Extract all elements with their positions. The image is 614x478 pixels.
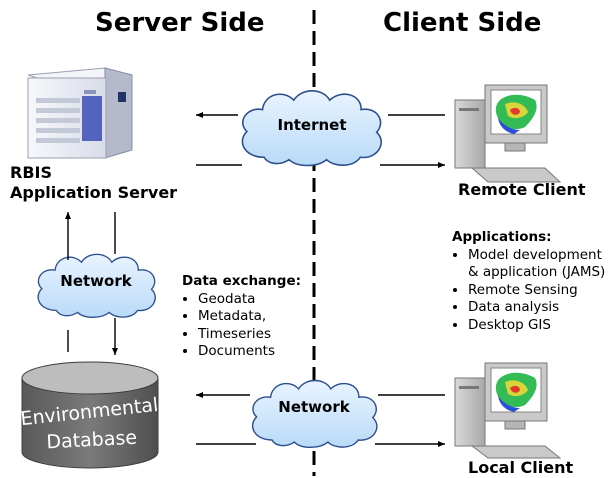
remote-client-label: Remote Client bbox=[458, 180, 586, 199]
applications-list: Model development & application (JAMS) R… bbox=[452, 247, 605, 335]
server-label-line1: RBIS bbox=[10, 163, 52, 182]
applications-item: Model development bbox=[468, 247, 605, 265]
applications-item: Data analysis bbox=[468, 299, 605, 317]
local-client-computer-icon bbox=[454, 362, 562, 459]
server-tower-icon bbox=[27, 67, 133, 159]
data-exchange-item: Geodata bbox=[198, 291, 301, 309]
client-side-heading: Client Side bbox=[383, 8, 542, 38]
applications-item: Remote Sensing bbox=[468, 282, 605, 300]
network-bottom-cloud-label: Network bbox=[278, 398, 350, 416]
data-exchange-block: Data exchange: Geodata Metadata, Timeser… bbox=[182, 273, 301, 361]
data-exchange-item: Documents bbox=[198, 343, 301, 361]
data-exchange-item: Metadata, bbox=[198, 308, 301, 326]
local-client-label: Local Client bbox=[468, 458, 574, 477]
applications-item: Desktop GIS bbox=[468, 317, 605, 335]
data-exchange-list: Geodata Metadata, Timeseries Documents bbox=[182, 291, 301, 361]
database-cylinder-icon bbox=[21, 361, 159, 469]
applications-item: & application (JAMS) bbox=[468, 264, 606, 280]
internet-cloud-label: Internet bbox=[277, 116, 347, 134]
data-exchange-item: Timeseries bbox=[198, 326, 301, 344]
applications-title: Applications: bbox=[452, 229, 552, 245]
server-label-line2: Application Server bbox=[10, 183, 178, 202]
network-left-cloud-label: Network bbox=[60, 272, 132, 290]
remote-client-computer-icon bbox=[454, 84, 562, 183]
server-side-heading: Server Side bbox=[95, 8, 265, 38]
applications-block: Applications: Model development & applic… bbox=[452, 229, 605, 334]
data-exchange-title: Data exchange: bbox=[182, 273, 301, 289]
